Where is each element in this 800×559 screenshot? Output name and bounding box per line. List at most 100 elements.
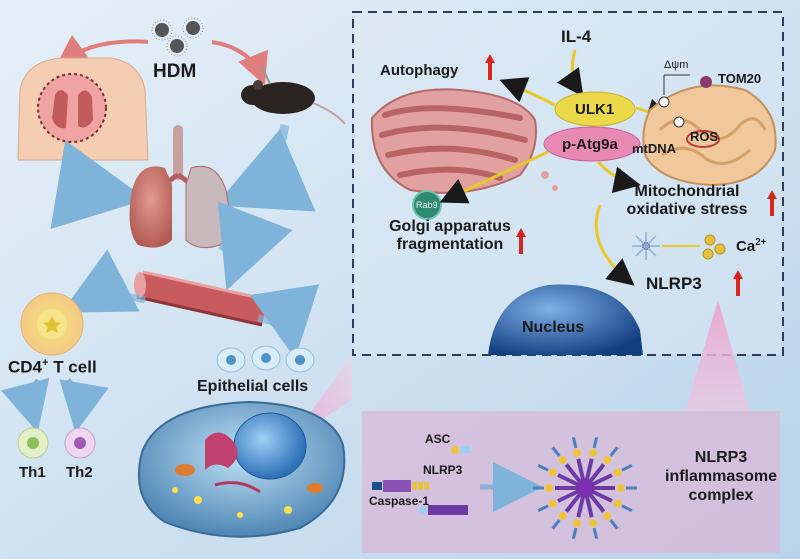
complex-asc <box>613 468 622 477</box>
epithelial-cells-icon <box>216 345 315 373</box>
complex-spoke <box>564 463 582 483</box>
complex-line2: inflammasome <box>665 468 778 485</box>
complex-caspase <box>537 504 549 512</box>
complex-caspase <box>551 519 561 530</box>
complex-caspase <box>621 504 633 512</box>
golgi-apparatus-icon <box>370 88 558 194</box>
mito-stress-label: Mitochondrial oxidative stress <box>612 183 762 219</box>
ulk1-label: ULK1 <box>575 101 615 118</box>
complex-asc <box>617 484 625 492</box>
lungs-icon <box>129 125 230 249</box>
complex-spoke <box>576 458 586 481</box>
complex-asc <box>558 455 567 464</box>
complex-line3: complex <box>688 487 754 504</box>
caspase1-label: Caspase-1 <box>369 494 430 508</box>
complex-asc <box>603 512 612 521</box>
complex-caspase <box>592 527 599 540</box>
patg9a-to-mito-arrow <box>596 160 641 194</box>
complex-spoke <box>557 473 579 487</box>
complex-caspase <box>609 519 619 530</box>
complex-spoke <box>588 463 606 483</box>
complex-asc <box>603 455 612 464</box>
inflammasome-complex-label: NLRP3 inflammasome complex <box>665 448 777 505</box>
autophagy-label: Autophagy <box>380 62 459 79</box>
cd4-t-cell-label: CD4+ T cell <box>8 357 97 377</box>
cd4-label-sup: + <box>42 357 49 369</box>
complex-caspase <box>592 436 599 449</box>
human-to-lungs-arrow <box>50 140 147 230</box>
cd4-t-cell-icon <box>20 292 84 356</box>
patg9a-to-rab9-arrow <box>439 150 549 204</box>
epithelial-cells-label: Epithelial cells <box>197 378 309 395</box>
complex-core <box>576 479 594 497</box>
hdm-particles-icon <box>151 17 204 57</box>
complex-asc <box>558 512 567 521</box>
ros-label: ROS <box>690 129 719 144</box>
patg9a-node <box>543 126 641 162</box>
golgi-fragmentation-label: Golgi apparatus fragmentation <box>372 218 528 254</box>
complex-caspase <box>621 464 633 472</box>
nucleus-shape <box>488 284 643 355</box>
rab9-label: Rab9 <box>416 200 438 210</box>
complex-spoke <box>576 495 586 518</box>
stress-to-nlrp3-arrow <box>594 204 635 286</box>
complex-asc <box>573 519 581 528</box>
golgi-line2: fragmentation <box>396 236 504 253</box>
rab9-icon <box>412 190 442 220</box>
ulk1-node <box>554 91 636 127</box>
nucleus-label: Nucleus <box>522 319 585 336</box>
hdm-to-mouse-arrow <box>211 40 268 86</box>
autophagy-up-arrow <box>485 54 495 80</box>
complex-spoke <box>588 493 606 513</box>
human-torso-icon <box>17 57 149 161</box>
complex-asc <box>548 499 557 508</box>
delta-psi-label: Δψm <box>664 59 689 71</box>
nlrp3-label: NLRP3 <box>646 274 702 293</box>
ulk1-to-autophagy-arrow <box>499 77 556 107</box>
inflammasome-complex-icon <box>533 436 637 540</box>
mouse-to-lungs-arrow <box>215 124 316 212</box>
th1-label: Th1 <box>19 464 46 481</box>
calcium-ions-icon <box>702 234 726 260</box>
asc-label: ASC <box>425 432 451 446</box>
nlrp3-sensor-icon <box>632 232 660 260</box>
mito-line2: oxidative stress <box>626 201 748 218</box>
complex-asc <box>613 499 622 508</box>
mito-line1: Mitochondrial <box>634 183 740 200</box>
tom20-label: TOM20 <box>718 71 762 86</box>
il4-label: IL-4 <box>561 27 592 46</box>
nlrp3-up-arrow <box>733 270 743 296</box>
complex-spoke <box>591 489 613 503</box>
il4-to-ulk1-arrow <box>556 49 584 97</box>
complex-spoke <box>584 495 594 518</box>
complex-asc <box>545 484 553 492</box>
cd4-label-post: T cell <box>53 357 97 377</box>
cd4-label-text: CD4 <box>8 357 43 377</box>
complex-asc <box>548 468 557 477</box>
complex-caspase <box>609 446 619 457</box>
complex-spoke <box>591 473 613 487</box>
complex-asc <box>589 519 597 528</box>
complex-spoke <box>584 458 594 481</box>
mito-stress-up-arrow <box>767 190 777 216</box>
mouse-icon <box>241 65 346 125</box>
complex-asc <box>573 448 581 457</box>
nlrp3-component-label: NLRP3 <box>423 463 463 477</box>
complex-spoke <box>557 489 579 503</box>
complex-asc <box>589 448 597 457</box>
complex-caspase <box>551 446 561 457</box>
complex-caspase <box>571 436 578 449</box>
complex-spoke <box>564 493 582 513</box>
mtdna-label: mtDNA <box>632 141 677 156</box>
patg9a-label: p-Atg9a <box>562 136 618 153</box>
golgi-line1: Golgi apparatus <box>389 218 511 235</box>
asc-component-icon <box>451 446 470 454</box>
th2-cell-icon <box>64 427 96 459</box>
caspase1-component-icon <box>419 505 468 515</box>
calcium-sup: 2+ <box>755 237 767 248</box>
golgi-up-arrow <box>516 228 526 254</box>
zoom-beam-nlrp3 <box>685 300 750 412</box>
complex-caspase <box>537 464 549 472</box>
